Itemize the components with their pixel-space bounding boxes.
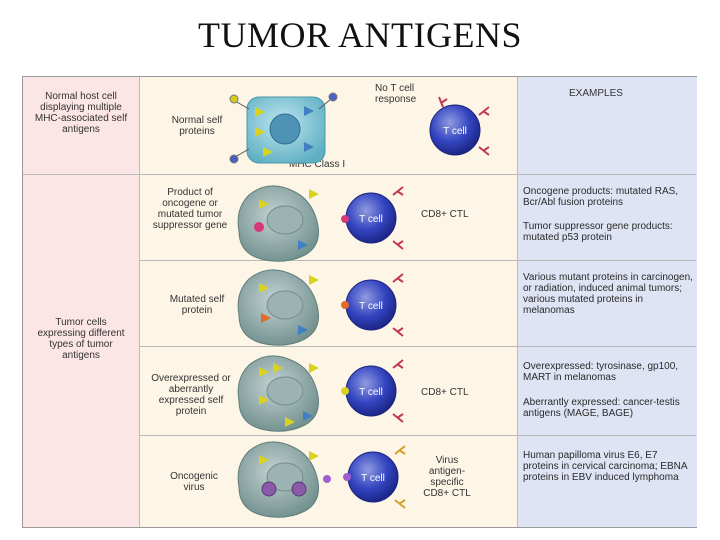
t-cell-label: T cell: [361, 473, 385, 484]
examples-header: EXAMPLES: [569, 88, 623, 99]
overexpressed-protein-label: Overexpressed or aberrantly expressed se…: [151, 373, 231, 417]
left-label-column: [23, 77, 140, 527]
normal-host-cell-label: Normal host cell displaying multiple MHC…: [34, 91, 128, 135]
oncogenic-virus-label: Oncogenic virus: [170, 471, 218, 493]
diagram-graphics: T cell T cell: [229, 92, 490, 518]
mutated-self-protein-label: Mutated self protein: [169, 294, 225, 316]
t-cell-label: T cell: [443, 126, 467, 137]
ctl-row-oncogene: T cell: [341, 186, 404, 250]
example-tumor-suppressor: Tumor suppressor gene products: mutated …: [523, 221, 673, 243]
row-divider: [139, 260, 696, 261]
t-cell-label: T cell: [359, 214, 383, 225]
example-viral-proteins: Human papilloma virus E6, E7 proteins in…: [523, 450, 687, 483]
tumor-cell-overexpressed: [237, 355, 319, 432]
t-cell-label: T cell: [359, 387, 383, 398]
mhc-class-i-label: MHC Class I: [289, 159, 346, 170]
row-divider: [139, 435, 696, 436]
t-cell-no-response: T cell: [429, 96, 490, 156]
example-aberrantly-expressed: Aberrantly expressed: cancer-testis anti…: [523, 397, 680, 419]
no-t-cell-response-label: No T cell response: [375, 83, 417, 105]
tumor-antigens-figure: Normal host cell displaying multiple MHC…: [22, 76, 697, 528]
oncogene-product-label: Product of oncogene or mutated tumor sup…: [152, 187, 228, 231]
cd8-ctl-label: CD8+ CTL: [421, 209, 469, 220]
ctl-row-viral: T cell: [343, 445, 406, 509]
normal-self-proteins-label: Normal self proteins: [171, 115, 223, 137]
virus-specific-ctl-label: Virus antigen-specific CD8+ CTL: [423, 455, 471, 499]
cd8-ctl-label: CD8+ CTL: [421, 387, 469, 398]
normal-host-cell: [229, 92, 338, 164]
row-divider: [23, 174, 696, 175]
example-oncogene-products: Oncogene products: mutated RAS, Bcr/Abl …: [523, 186, 679, 208]
example-overexpressed: Overexpressed: tyrosinase, gp100, MART i…: [523, 361, 679, 383]
tumor-cell-viral: [237, 441, 331, 518]
tumor-cell-mutated: [237, 269, 319, 346]
row-divider: [139, 346, 696, 347]
example-mutant-proteins: Various mutant proteins in carcinogen, o…: [523, 272, 693, 316]
tumor-cell-oncogene: [237, 185, 319, 262]
page-title: TUMOR ANTIGENS: [197, 15, 522, 55]
tumor-cells-label: Tumor cells expressing different types o…: [37, 317, 125, 361]
t-cell-label: T cell: [359, 301, 383, 312]
ctl-row-mutated: T cell: [341, 273, 404, 337]
ctl-row-overexpressed: T cell: [341, 359, 404, 423]
examples-column: [517, 77, 697, 527]
